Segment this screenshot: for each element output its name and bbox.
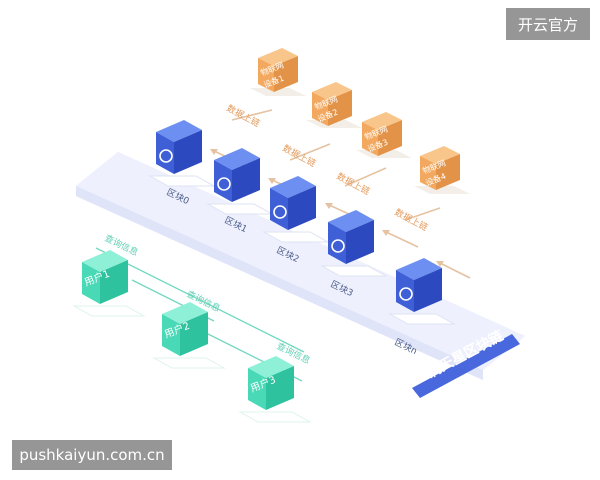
block-3-base xyxy=(320,265,388,277)
chain-arrowhead-5 xyxy=(436,261,444,267)
user-1: 用户1 xyxy=(72,250,146,317)
user-1-base xyxy=(72,305,146,317)
block-2: 区块2 xyxy=(262,176,330,265)
block-2-left xyxy=(270,188,288,230)
device-4-base xyxy=(414,186,470,194)
device-1-top xyxy=(258,48,298,66)
block-n-base xyxy=(388,313,456,325)
block-n-top xyxy=(396,258,442,280)
block-n-right xyxy=(414,268,442,312)
user-2: 用户2 xyxy=(152,302,226,369)
upload-line-3 xyxy=(344,167,387,187)
block-2-chain-icon xyxy=(273,205,287,219)
user-2-left xyxy=(162,314,180,356)
device-4-top xyxy=(420,146,460,164)
upload-label-4: 数据上链 xyxy=(393,206,430,234)
user-3: 用户3 xyxy=(238,356,312,423)
device-1-base xyxy=(250,88,306,96)
device-3: 物联网 设备3 xyxy=(356,112,412,158)
block-0-top xyxy=(156,120,202,142)
block-1-left xyxy=(214,160,232,202)
upload-label-3: 数据上链 xyxy=(335,170,372,198)
block-1-right xyxy=(232,158,260,202)
user-3-base xyxy=(238,411,312,423)
block-0-chain-icon xyxy=(159,149,173,163)
user-1-top xyxy=(82,250,128,272)
watermark-top: 开云官方 xyxy=(506,8,590,40)
user-1-right xyxy=(100,260,128,304)
block-3-top xyxy=(328,210,374,232)
block-n-left xyxy=(396,270,414,312)
block-0-left xyxy=(156,132,174,174)
user-link-1 xyxy=(95,247,305,353)
block-3-left xyxy=(328,222,346,264)
upload-label-2: 数据上链 xyxy=(281,142,318,170)
block-0-right xyxy=(174,130,202,174)
chain-arrow-4 xyxy=(383,230,419,248)
device-3-right xyxy=(378,120,402,156)
chain-arrowhead-1 xyxy=(210,149,218,155)
platform-banner xyxy=(412,334,520,398)
chain-arrowhead-3 xyxy=(325,203,333,209)
device-3-left xyxy=(362,122,378,156)
block-1-chain-icon xyxy=(217,177,231,191)
user-2-top xyxy=(162,302,208,324)
user-3-top xyxy=(248,356,294,378)
block-n-chain-icon xyxy=(399,287,413,301)
device-1-left xyxy=(258,58,274,92)
block-2-top xyxy=(270,176,316,198)
device-2: 物联网 设备2 xyxy=(306,82,362,128)
device-3-top xyxy=(362,112,402,130)
upload-line-4 xyxy=(404,207,441,221)
device-4: 物联网 设备4 xyxy=(414,146,470,194)
watermark-bottom: pushkaiyun.com.cn xyxy=(12,440,172,470)
block-3-right xyxy=(346,220,374,264)
user-2-right xyxy=(180,312,208,356)
upload-label-1: 数据上链 xyxy=(225,102,262,130)
arrow-heads xyxy=(210,149,444,267)
connections xyxy=(211,109,471,279)
block-1-top xyxy=(214,148,260,170)
chain-arrowhead-4 xyxy=(382,230,390,236)
user-3-right xyxy=(266,366,294,410)
upload-line-1 xyxy=(231,109,273,121)
device-2-top xyxy=(312,82,352,100)
user-2-base xyxy=(152,357,226,369)
user-3-left xyxy=(248,368,266,410)
block-2-right xyxy=(288,186,316,230)
device-2-left xyxy=(312,92,328,126)
chain-arrow-5 xyxy=(437,261,471,279)
device-1-right xyxy=(274,56,298,92)
block-3-chain-icon xyxy=(331,239,345,253)
user-1-left xyxy=(82,262,100,304)
device-4-left xyxy=(420,156,436,190)
chain-arrowhead-2 xyxy=(268,178,276,184)
device-4-right xyxy=(436,154,460,190)
device-1: 物联网 设备1 xyxy=(250,48,306,96)
device-2-right xyxy=(328,90,352,126)
platform-edge xyxy=(76,186,483,380)
upload-line-2 xyxy=(289,143,331,161)
